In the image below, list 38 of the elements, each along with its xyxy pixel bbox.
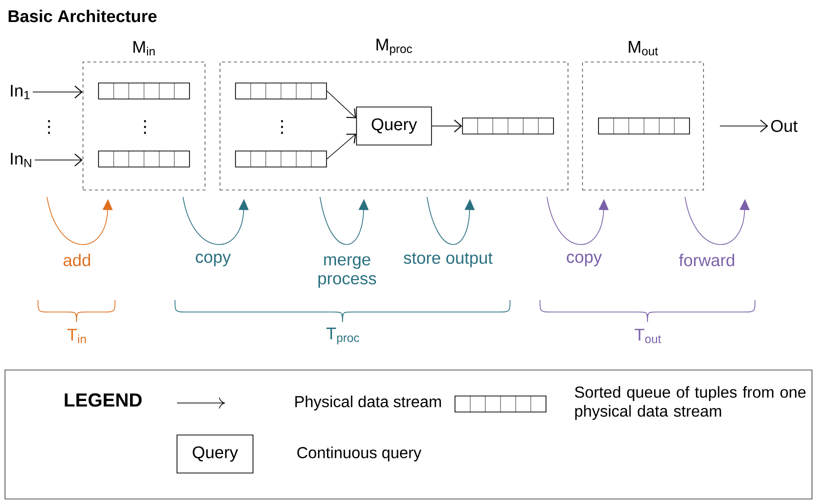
- time-label: T$_{proc}$: [326, 328, 360, 344]
- tuple-queue: [98, 150, 190, 168]
- memory-region-box: M$_{out}$: [582, 41, 704, 190]
- step-label: add: [64, 254, 90, 266]
- node-label: M$_{proc}$: [376, 38, 412, 56]
- step-label: copy: [196, 254, 231, 266]
- arrow: [326, 90, 356, 118]
- legend-text: Physical data stream: [295, 396, 441, 410]
- tuple-queue: [462, 118, 554, 134]
- vertical-dots: ⋮: [48, 120, 50, 134]
- vertical-dots: ⋮: [144, 120, 146, 134]
- arrow: [326, 134, 356, 160]
- arrow: [720, 120, 768, 132]
- vertical-dots: ⋮: [281, 120, 283, 134]
- legend-text: Sorted queue of tuples from one physical data stream: [574, 386, 806, 420]
- node-label: M$_{in}$: [133, 41, 155, 56]
- tuple-queue: [98, 82, 190, 100]
- tuple-queue: [598, 118, 690, 134]
- stream-label: In$_{1}$: [10, 84, 30, 100]
- step-label: merge process: [318, 256, 376, 288]
- query-box: Query: [356, 106, 432, 146]
- arrow: [34, 154, 83, 166]
- arrow: [432, 120, 462, 132]
- title: Basic Architecture: [8, 10, 157, 22]
- tuple-queue: [235, 82, 327, 100]
- query-box: Query: [176, 434, 254, 474]
- step-label: copy: [566, 254, 602, 266]
- step-label: store output: [404, 252, 493, 268]
- arrow: [32, 86, 83, 98]
- node-label: M$_{out}$: [628, 41, 658, 56]
- tuple-queue: [235, 150, 327, 168]
- legend-text: Continuous query: [297, 446, 422, 462]
- stream-label: In$_{N}$: [10, 152, 32, 168]
- legend-heading: LEGEND: [64, 393, 142, 407]
- stream-label: Out: [771, 120, 798, 132]
- time-label: T$_{in}$: [67, 328, 86, 344]
- time-label: T$_{out}$: [634, 328, 662, 344]
- step-label: forward: [679, 254, 734, 266]
